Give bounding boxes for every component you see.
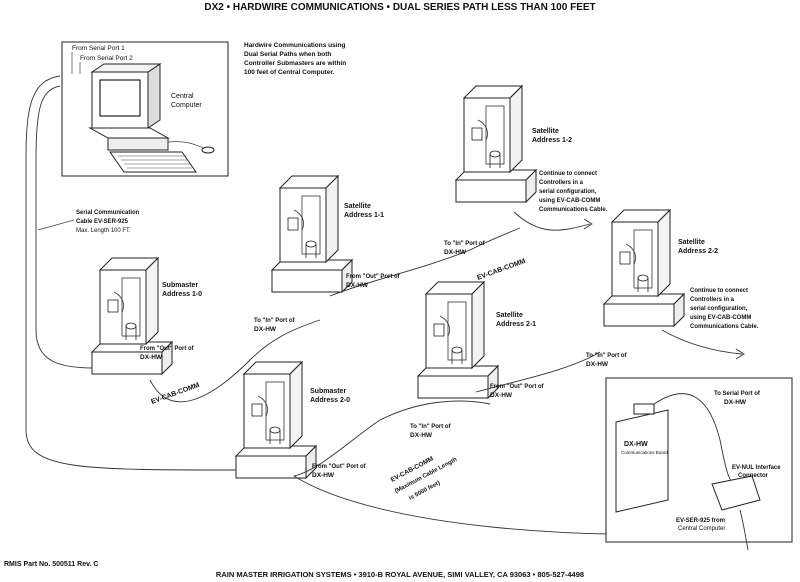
sat21-in-1: To "In" Port of (410, 424, 452, 430)
intro-line-3: Controller Submasters are within (244, 60, 346, 67)
satellite-2-2-icon (603, 209, 685, 327)
cont1-l5: Communications Cable. (539, 207, 608, 213)
sat-12-label-1: Satellite (532, 128, 559, 135)
to-serial-2: DX-HW (724, 399, 747, 406)
submaster-10-label-1: Submaster (162, 282, 198, 289)
evnul-connector-icon (711, 475, 761, 511)
sat12-in-2: DX-HW (444, 249, 467, 256)
from-port-2-label: From Serial Port 2 (80, 55, 133, 62)
satellite-1-2-icon (455, 85, 537, 203)
cont1-l4: using EV-CAB-COMM (539, 198, 600, 204)
cont2-l4: using EV-CAB-COMM (690, 315, 751, 321)
sat11-in-1: To "In" Port of (254, 318, 296, 324)
continue-note-path-1: Continue to connect Controllers in a ser… (539, 171, 608, 213)
sat-22-label-1: Satellite (678, 239, 705, 246)
cont1-l2: Controllers in a (539, 180, 584, 186)
sub10-out-1: From "Out" Port of (140, 346, 195, 352)
evnul-2: Connector (738, 473, 769, 479)
submaster-20-label-1: Submaster (310, 388, 346, 395)
dxhw-board-icon (615, 409, 669, 513)
sub20-out-2: DX-HW (312, 472, 335, 479)
cont2-l1: Continue to connect (690, 288, 748, 294)
submaster-2-0-icon (235, 361, 317, 479)
cont2-l3: serial configuration, (690, 306, 748, 312)
part-number: RMIS Part No. 500511 Rev. C (4, 561, 98, 568)
sat11-out-1: From "Out" Port of (346, 274, 401, 280)
sat22-in-2: DX-HW (586, 361, 609, 368)
cont1-l3: serial configuration, (539, 189, 597, 195)
footer-address: RAIN MASTER IRRIGATION SYSTEMS • 3910-B … (216, 570, 584, 579)
sat11-out-2: DX-HW (346, 282, 369, 289)
cont2-l2: Controllers in a (690, 297, 735, 303)
intro-line-1: Hardwire Communications using (244, 42, 346, 49)
sub20-out-1: From "Out" Port of (312, 464, 367, 470)
dxhw-board-label: DX-HW (624, 441, 648, 448)
intro-line-2: Dual Serial Paths when both (244, 51, 331, 58)
cont2-l5: Communications Cable. (690, 324, 759, 330)
page-title: DX2 • HARDWIRE COMMUNICATIONS • DUAL SER… (204, 2, 595, 13)
sat21-out-1: From "Out" Port of (490, 384, 545, 390)
sat-12-label-2: Address 1-2 (532, 137, 572, 144)
to-serial-1: To Serial Port of (714, 391, 761, 397)
sat-22-label-2: Address 2-2 (678, 248, 718, 255)
sat12-in-1: To "In" Port of (444, 241, 486, 247)
sat-21-label-1: Satellite (496, 312, 523, 319)
submaster-20-label-2: Address 2-0 (310, 397, 350, 404)
sat-21-label-2: Address 2-1 (496, 321, 536, 328)
sat21-out-2: DX-HW (490, 392, 513, 399)
cont1-l1: Continue to connect (539, 171, 597, 177)
sub10-out-2: DX-HW (140, 354, 163, 361)
serial-cable-line-1: Serial Communication (76, 210, 140, 216)
continue-note-path-2: Continue to connect Controllers in a ser… (690, 288, 759, 330)
sat22-in-1: To "In" Port of (586, 353, 628, 359)
cab-comm-label-1: EV-CAB-COMM (150, 382, 200, 406)
central-label-1: Central (171, 93, 194, 100)
cab-comm-label-2: EV-CAB-COMM (476, 258, 526, 282)
evser-from-2: Central Computer (678, 526, 725, 532)
intro-line-4: 100 feet of Central Computer. (244, 69, 334, 76)
dxhw-board-sub: Communications Board (621, 450, 668, 455)
sat21-in-2: DX-HW (410, 432, 433, 439)
satellite-1-1-icon (271, 175, 353, 293)
evser-from-1: EV-SER-925 from (676, 518, 725, 524)
satellite-2-1-icon (417, 281, 499, 399)
central-computer-icon (61, 41, 229, 177)
serial-cable-line-3: Max. Length 100 FT. (76, 228, 131, 234)
evnul-1: EV-NUL Interface (732, 465, 781, 471)
sat-11-label-2: Address 1-1 (344, 212, 384, 219)
sat11-in-2: DX-HW (254, 326, 277, 333)
central-label-2: Computer (171, 102, 202, 109)
from-port-1-label: From Serial Port 1 (72, 45, 125, 52)
sat-11-label-1: Satellite (344, 203, 371, 210)
submaster-10-label-2: Address 1-0 (162, 291, 202, 298)
serial-cable-line-2: Cable EV-SER-925 (76, 219, 129, 225)
